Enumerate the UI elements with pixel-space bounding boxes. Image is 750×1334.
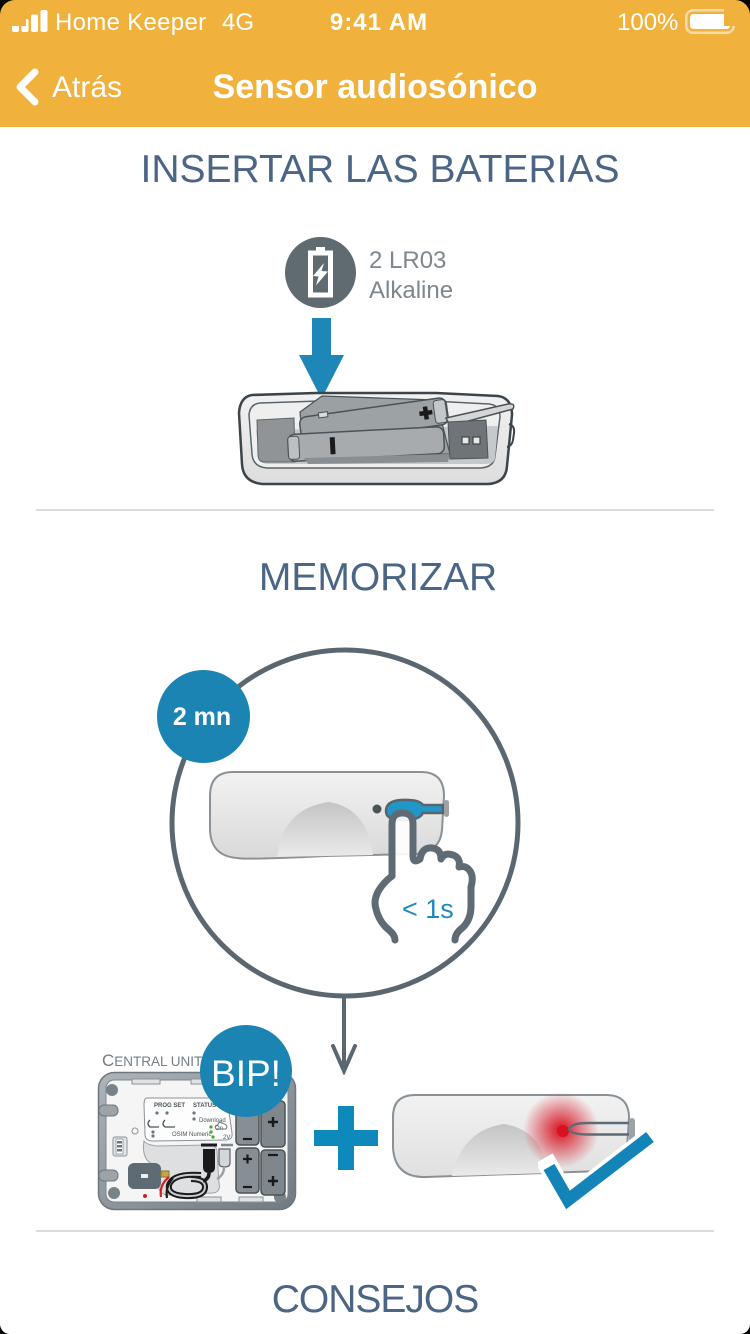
svg-text:BIP!: BIP!	[211, 1053, 281, 1094]
svg-text:2 mn: 2 mn	[173, 703, 231, 731]
svg-text:PROG SET: PROG SET	[154, 1103, 185, 1109]
svg-text:Download: Download	[199, 1118, 226, 1124]
svg-text:OSIM Numeric: OSIM Numeric	[172, 1132, 211, 1138]
svg-text:2V: 2V	[223, 1135, 230, 1141]
svg-text:STATUS: STATUS	[193, 1103, 216, 1109]
